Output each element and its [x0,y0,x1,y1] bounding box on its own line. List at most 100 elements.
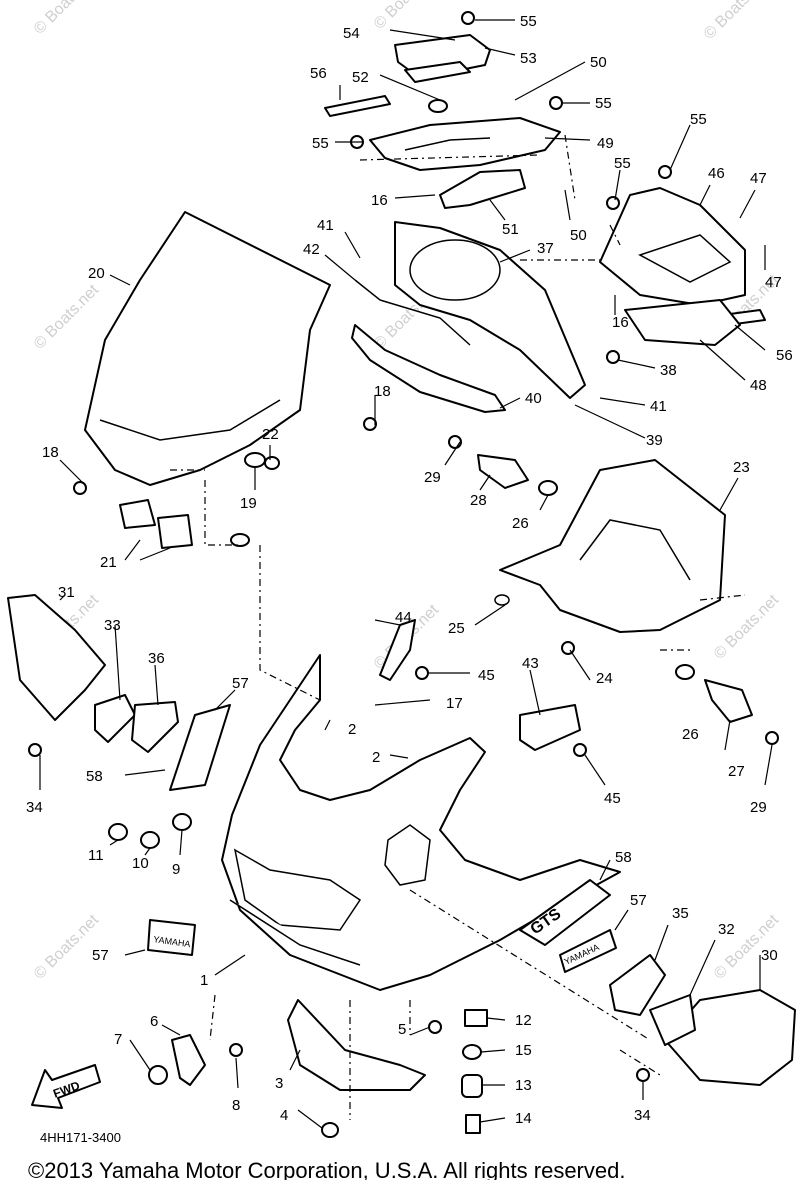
callout-23: 23 [733,459,750,476]
callout-40: 40 [525,390,542,407]
callout-46: 46 [708,165,725,182]
callout-21: 21 [100,554,117,571]
callout-15: 15 [515,1042,532,1059]
seal-lower [351,324,506,413]
callout-57: 57 [630,892,647,909]
callout-43: 43 [522,655,539,672]
stay-44 [379,619,416,681]
inner-panel-upper [369,117,561,171]
callout-5: 5 [398,1021,406,1038]
watermark-text: © Boats.net [371,0,443,33]
callout-26: 26 [512,515,529,532]
callout-22: 22 [262,426,279,443]
bracket-27 [704,679,753,723]
callout-48: 48 [750,377,767,394]
callout-42: 42 [303,241,320,258]
callout-32: 32 [718,921,735,938]
windscreen [84,211,331,486]
callout-17: 17 [446,695,463,712]
callout-12: 12 [515,1012,532,1029]
callout-2: 2 [372,749,380,766]
screw-11 [108,823,128,841]
callout-49: 49 [597,135,614,152]
callout-30: 30 [761,947,778,964]
callout-41: 41 [317,217,334,234]
callout-18: 18 [42,444,59,461]
windscreen-pad-b [157,514,193,549]
callout-45: 45 [478,667,495,684]
watermark-text: © Boats.net [701,0,773,43]
callout-29: 29 [424,469,441,486]
callout-45: 45 [604,790,621,807]
bolt-14 [465,1114,481,1134]
bracket-35 [609,954,666,1016]
plate-43 [519,704,581,751]
watermark-text: © Boats.net [31,281,103,353]
callout-2: 2 [348,721,356,738]
stripe-57-left [169,704,231,791]
watermark-text: © Boats.net [31,0,103,38]
callout-39: 39 [646,432,663,449]
yamaha-emblem-right: YAMAHA [559,929,617,973]
callout-57: 57 [232,675,249,692]
grommet [428,99,448,113]
bracket-28 [477,454,529,489]
callout-33: 33 [104,617,121,634]
part-code: 4HH171-3400 [40,1130,121,1145]
cover-bracket [439,169,526,209]
callout-36: 36 [148,650,165,667]
mirror-cover-left [7,594,106,721]
callout-6: 6 [150,1013,158,1030]
nut-12 [464,1009,488,1027]
washer-10 [140,831,160,849]
watermark-text: © Boats.net [711,591,783,663]
parts-drawing: YAMAHA GTS YAMAHA [7,11,796,1138]
under-cowl [287,999,426,1091]
clip-7 [148,1065,168,1085]
callout-34: 34 [26,799,43,816]
leader-lines [39,19,773,1129]
callout-58: 58 [615,849,632,866]
callout-55: 55 [595,95,612,112]
callout-52: 52 [352,69,369,86]
grommet-19b [230,533,250,547]
callout-7: 7 [114,1031,122,1048]
callout-3: 3 [275,1075,283,1092]
callout-28: 28 [470,492,487,509]
callout-13: 13 [515,1077,532,1094]
callout-9: 9 [172,861,180,878]
bracket-6 [171,1034,206,1086]
bracket-33 [94,694,136,743]
callout-41: 41 [650,398,667,415]
front-direction-arrow: FWD [31,1064,101,1109]
callout-35: 35 [672,905,689,922]
trim-strip-left [324,95,391,117]
seal-upper [354,279,471,346]
callout-16: 16 [371,192,388,209]
callout-8: 8 [232,1097,240,1114]
yamaha-emblem-left: YAMAHA [147,919,196,956]
callout-14: 14 [515,1110,532,1127]
callout-50: 50 [590,54,607,71]
callout-16: 16 [612,314,629,331]
callout-1: 1 [200,972,208,989]
meter-cover-pad [404,61,471,83]
callout-26: 26 [682,726,699,743]
callout-54: 54 [343,25,360,42]
callout-31: 31 [58,584,75,601]
callout-10: 10 [132,855,149,872]
bracket-32 [649,994,696,1046]
washer-25 [494,594,510,606]
bolts [28,11,779,1082]
nut-22 [264,456,280,470]
grommet-9 [172,813,192,831]
copyright-notice: ©2013 Yamaha Motor Corporation, U.S.A. A… [28,1158,625,1180]
damper-26b [675,664,695,680]
callout-37: 37 [537,240,554,257]
callout-55: 55 [520,13,537,30]
callout-44: 44 [395,609,412,626]
callout-58: 58 [86,768,103,785]
callout-27: 27 [728,763,745,780]
cover-36 [131,701,179,753]
